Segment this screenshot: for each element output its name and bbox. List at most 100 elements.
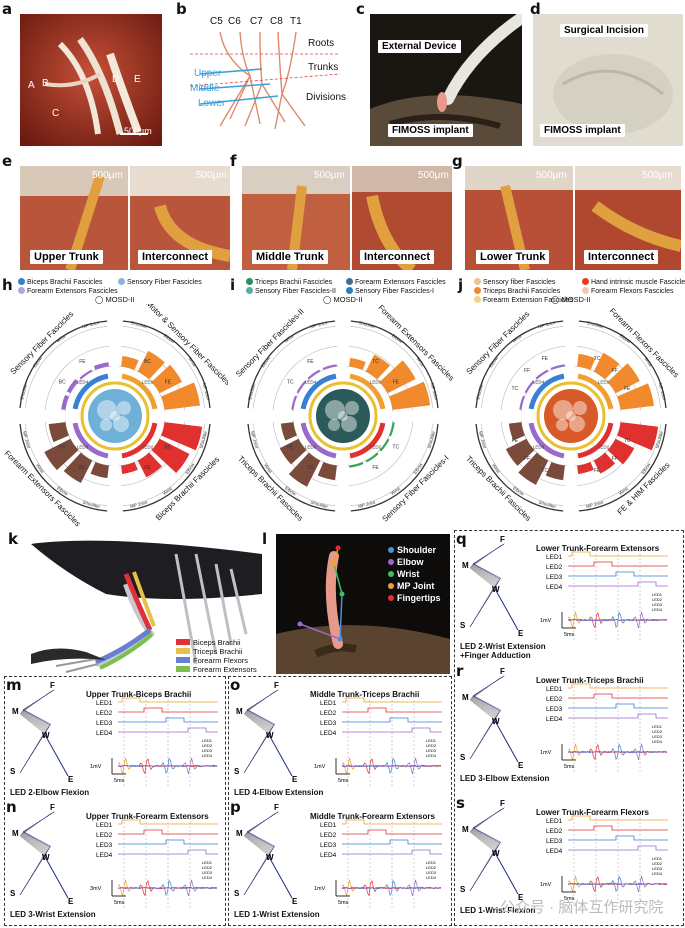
joint-letter: E xyxy=(518,629,524,638)
joint-label: Elbow xyxy=(163,333,177,345)
bar-i-1-3 xyxy=(349,462,364,468)
mosd-label-i: ◯ MOSD-II xyxy=(323,295,363,304)
joint-label: Elbow xyxy=(56,485,70,497)
fascicle xyxy=(556,419,568,431)
led-segment xyxy=(300,422,337,459)
led-segment xyxy=(72,422,109,459)
legend-swatch xyxy=(246,278,253,285)
led-row-label: LED2 xyxy=(96,832,113,839)
legend-item-i-3: Sensory Fiber Fascicles-I xyxy=(346,287,434,295)
led-row-label: LED4 xyxy=(320,852,337,859)
emg-legend: LED4 xyxy=(652,871,663,876)
amp-scale: 1mV xyxy=(540,882,552,888)
bar-j-0-2 xyxy=(607,363,640,394)
led-row-label: LED3 xyxy=(546,574,563,581)
emg-legend: LED1 xyxy=(202,860,213,865)
fascicle xyxy=(113,416,129,432)
panel-label-e: e xyxy=(2,152,13,170)
caption-fimoss-implant-c: FIMOSS implant xyxy=(388,124,473,137)
led-row-label: LED3 xyxy=(546,838,563,845)
k-legend-item-2: Forearm Flexors xyxy=(176,656,248,665)
trace-title-m: Upper Trunk-Biceps Brachii xyxy=(86,690,192,699)
panel-label-r: r xyxy=(456,662,464,680)
led-row-label: LED3 xyxy=(320,720,337,727)
legend-dot xyxy=(388,595,394,601)
joint-label: Elbow xyxy=(184,461,196,475)
joint-label: Elbow xyxy=(391,333,405,345)
emg-trace xyxy=(117,757,218,775)
amp-scale: 1mV xyxy=(314,764,326,770)
bar-h-0-2 xyxy=(151,364,183,394)
label-a-C: C xyxy=(52,108,60,119)
panel-label-g: g xyxy=(452,152,463,170)
led-label: LED3 xyxy=(77,445,89,450)
led-segment xyxy=(121,373,158,410)
bar-h-0-1 xyxy=(137,350,165,380)
joint-label: Wrist xyxy=(511,333,523,343)
trace-caption-n: LED 3-Wrist Extension xyxy=(10,910,96,919)
emg-legend: LED2 xyxy=(426,865,437,870)
led-segment xyxy=(72,373,109,410)
joint-label: Elbow xyxy=(284,485,298,497)
fascicle xyxy=(100,419,112,431)
sector-label: Forearm Flexors Fascicles xyxy=(608,306,681,379)
bar-h-2-3 xyxy=(48,422,69,443)
nerve-core xyxy=(316,389,370,443)
l-legend-item-4: Fingertips xyxy=(388,593,441,603)
k-legend-item-0: Biceps Brachii xyxy=(176,638,241,647)
bar-j-0-3 xyxy=(617,383,654,410)
move-label: FE xyxy=(79,359,86,365)
bar-j-1-1 xyxy=(607,438,635,465)
bar-i-2-2 xyxy=(279,438,307,465)
trace-plot-s: FMWSELED1LED2LED3LED4LED1LED2LED3LED41mV… xyxy=(460,799,668,906)
joint-label: MP Joint xyxy=(250,431,260,450)
led-row-label: LED3 xyxy=(96,720,113,727)
joint-letter: W xyxy=(492,717,500,726)
emg-legend: LED4 xyxy=(652,607,663,612)
joint-label: Wrist xyxy=(491,463,501,475)
caption-interconnect-f: Interconnect xyxy=(360,250,435,264)
emg-legend: LED4 xyxy=(426,753,437,758)
bar-i-3-3 xyxy=(322,364,337,370)
trace-caption-q: LED 2-Wrist Extension xyxy=(460,642,546,651)
bar-j-1-0 xyxy=(617,422,659,451)
move-label: FE xyxy=(307,359,314,365)
trace-plot-p: FMWSELED1LED2LED3LED4LED1LED2LED3LED41mV… xyxy=(234,803,442,910)
mosd-label-j: ◯ MOSD-II xyxy=(551,295,591,304)
move-label: TC xyxy=(307,465,314,471)
joint-label: MP Joint xyxy=(586,500,605,510)
emg-legend: LED3 xyxy=(652,866,663,871)
led-segment xyxy=(528,422,565,459)
joint-letter: F xyxy=(500,535,505,544)
time-scale: 5ms xyxy=(564,632,575,638)
scale-a: 500μm xyxy=(124,126,152,136)
legend-item-j-1: Triceps Brachii Fascicles xyxy=(474,287,560,295)
move-label: FE xyxy=(542,356,549,362)
scale-g-left: 500μm xyxy=(536,170,567,181)
panel-label-c: c xyxy=(356,0,365,18)
panel-label-a: a xyxy=(2,0,13,18)
radial-chart-h: Motor & Sensory Fiber FasciclesShoulderE… xyxy=(3,304,228,528)
caption-upper-trunk: Upper Trunk xyxy=(30,250,103,264)
bar-i-3-2 xyxy=(307,369,321,380)
emg-legend: LED3 xyxy=(652,602,663,607)
joint-label: Elbow xyxy=(512,485,526,497)
emg-legend: LED4 xyxy=(202,875,213,880)
move-label: TC xyxy=(624,438,631,444)
led-label: LED3 xyxy=(305,445,317,450)
trace-caption-s: LED 1-Wrist Flexion xyxy=(460,906,536,915)
move-label: FE xyxy=(624,386,631,392)
sector-label: Forearm Extensors Fascicles xyxy=(376,304,456,383)
joint-letter: M xyxy=(462,693,469,702)
led-segment xyxy=(349,422,386,459)
fascicle xyxy=(97,400,117,420)
sector-label: Sensory Fiber Fascicles xyxy=(9,310,76,377)
trace-caption-m: LED 2-Elbow Flexion xyxy=(10,788,90,797)
joint-label: Shoulder xyxy=(82,500,101,510)
joint-label: Elbow xyxy=(640,461,652,475)
move-label: BC xyxy=(164,445,171,451)
bar-j-2-3 xyxy=(508,422,525,441)
fascicle xyxy=(573,401,587,415)
trace-title-p: Middle Trunk-Forearm Extensors xyxy=(310,812,435,821)
trace-caption-p: LED 1-Wrist Extension xyxy=(234,910,320,919)
